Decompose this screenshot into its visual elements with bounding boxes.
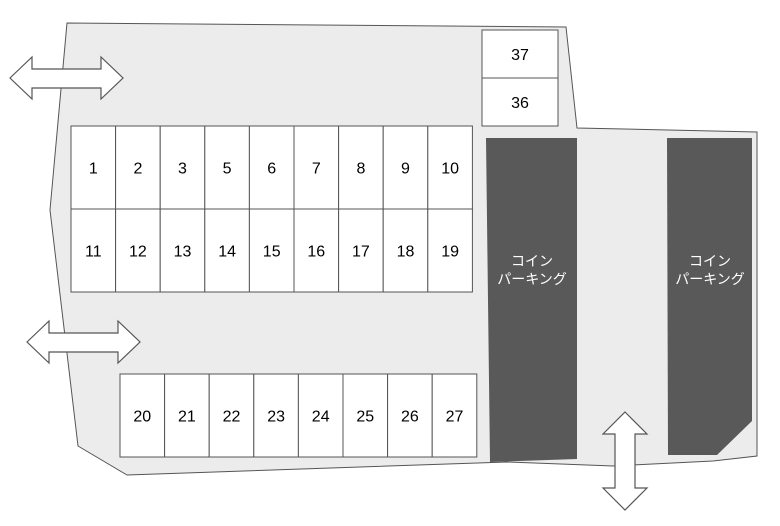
top-row-slots: 1 2 3 5 6 7 8 9 10	[70, 125, 473, 210]
parking-slot-21[interactable]	[164, 373, 210, 458]
coin-parking-label-line1: コイン	[689, 254, 731, 270]
slot-number: 3	[178, 161, 187, 178]
slot-number: 7	[312, 161, 321, 178]
parking-slot-5[interactable]	[204, 125, 250, 210]
slot-number: 26	[401, 409, 419, 426]
slot-number: 17	[352, 244, 370, 261]
parking-slot-36[interactable]	[481, 77, 559, 127]
parking-slot-15[interactable]	[248, 208, 295, 293]
parking-slot-8[interactable]	[338, 125, 384, 210]
slot-number: 18	[397, 244, 415, 261]
slot-number: 10	[441, 161, 459, 178]
entrance-arrow-upper-left	[9, 55, 124, 101]
parking-slot-7[interactable]	[293, 125, 340, 210]
coin-parking-label-line2: パーキング	[497, 272, 567, 288]
slot-number: 16	[307, 244, 325, 261]
slot-number: 12	[129, 244, 147, 261]
bottom-row-slots: 20 21 22 23 24 25 26 27	[119, 373, 478, 458]
slot-number: 13	[174, 244, 192, 261]
parking-slot-23[interactable]	[253, 373, 299, 458]
entrance-arrow-lower-left	[26, 319, 141, 365]
parking-slot-16[interactable]	[293, 208, 340, 293]
slot-number: 20	[133, 409, 151, 426]
coin-parking-area	[667, 138, 752, 455]
parking-slot-13[interactable]	[159, 208, 206, 293]
slot-number: 22	[223, 409, 241, 426]
slot-number: 23	[267, 409, 285, 426]
parking-slot-6[interactable]	[248, 125, 295, 210]
parking-slot-1[interactable]	[70, 125, 117, 210]
slot-number: 36	[511, 95, 529, 112]
slot-number: 24	[312, 409, 330, 426]
parking-slot-25[interactable]	[342, 373, 389, 458]
slot-number: 37	[511, 47, 529, 64]
slot-number: 14	[218, 244, 236, 261]
slot-number: 5	[223, 161, 232, 178]
slot-number: 19	[441, 244, 459, 261]
slot-number: 21	[178, 409, 196, 426]
parking-slot-27[interactable]	[431, 373, 478, 458]
coin-parking-left: コイン パーキング	[486, 138, 577, 462]
parking-slot-14[interactable]	[204, 208, 250, 293]
parking-slot-17[interactable]	[338, 208, 384, 293]
entrance-arrow-bottom	[601, 411, 649, 511]
parking-slot-24[interactable]	[297, 373, 344, 458]
slot-number: 27	[446, 409, 464, 426]
slot-number: 2	[133, 161, 142, 178]
slot-number: 8	[356, 161, 365, 178]
slot-number: 1	[89, 161, 98, 178]
coin-parking-area	[486, 138, 577, 462]
corner-slots: 37 36	[481, 29, 559, 127]
parking-slot-10[interactable]	[427, 125, 473, 210]
coin-parking-label-line2: パーキング	[675, 272, 745, 288]
slot-number: 25	[356, 409, 374, 426]
slot-number: 6	[267, 161, 276, 178]
coin-parking-label-line1: コイン	[511, 254, 553, 270]
parking-slot-3[interactable]	[159, 125, 206, 210]
parking-slot-22[interactable]	[208, 373, 255, 458]
parking-slot-11[interactable]	[70, 208, 117, 293]
parking-slot-18[interactable]	[382, 208, 429, 293]
middle-row-slots: 11 12 13 14 15 16 17 18 19	[70, 208, 473, 293]
parking-slot-19[interactable]	[427, 208, 473, 293]
slot-number: 15	[263, 244, 281, 261]
coin-parking-right: コイン パーキング	[667, 138, 752, 455]
slot-number: 11	[85, 244, 102, 261]
parking-slot-26[interactable]	[387, 373, 433, 458]
slot-number: 9	[401, 161, 410, 178]
